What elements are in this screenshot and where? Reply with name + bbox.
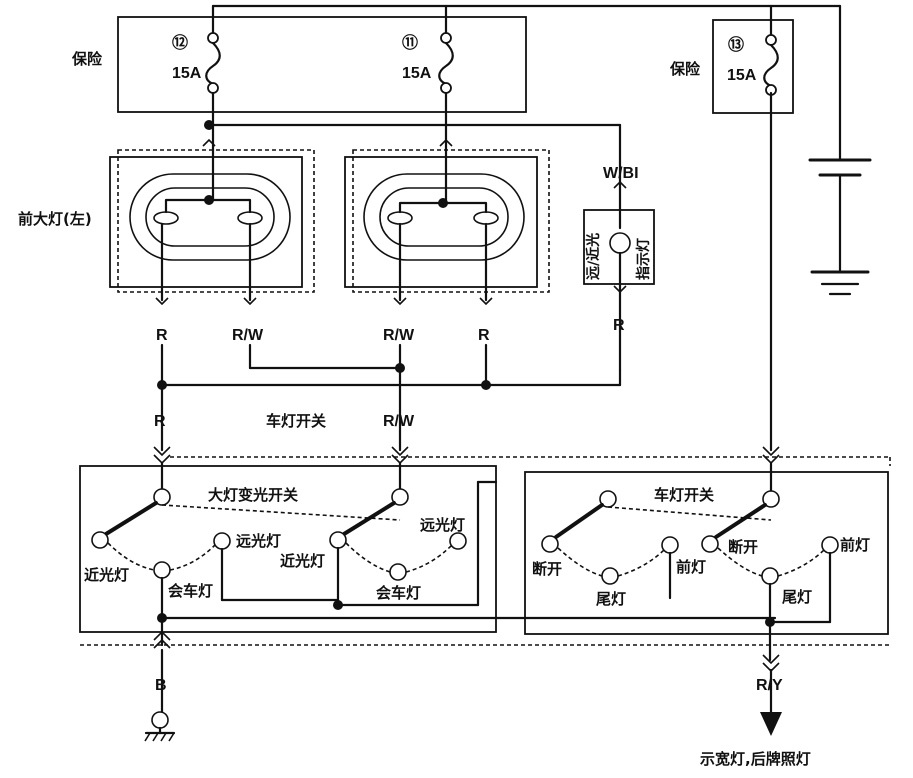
wire-label-r2: R xyxy=(478,327,490,344)
light-tail-left: 尾灯 xyxy=(596,590,626,608)
dimmer-low-left: 近光灯 xyxy=(84,566,129,584)
dimmer-high-right: 远光灯 xyxy=(420,516,465,534)
dimmer-pass-right: 会车灯 xyxy=(376,584,421,602)
fuse-13-rating: 15A xyxy=(727,67,757,84)
fuse-label-left: 保险 xyxy=(71,50,103,68)
wire-label-rw3: R/W xyxy=(383,413,415,430)
headlamp-right xyxy=(344,149,550,302)
indicator-label-a: 远/近光 xyxy=(585,233,602,280)
fuse-box-13 xyxy=(712,19,794,114)
dimmer-switch-title: 大灯变光开关 xyxy=(208,486,298,504)
fuse-12-rating: 15A xyxy=(172,65,202,82)
fuse-12-number: ⑫ xyxy=(172,33,188,52)
light-head-left: 前灯 xyxy=(676,558,706,576)
indicator-wire-top: W/BI xyxy=(603,165,639,182)
wire-label-rw1: R/W xyxy=(232,327,264,344)
light-head-right: 前灯 xyxy=(840,536,870,554)
light-off-left: 断开 xyxy=(532,560,562,578)
wire-label-rw2: R/W xyxy=(383,327,415,344)
fuse-13-number: ⑬ xyxy=(728,35,744,54)
wire-label-b: B xyxy=(155,677,167,694)
light-switch-contacts xyxy=(541,490,839,662)
indicator-label-b: 指示灯 xyxy=(635,238,652,280)
output-arrow xyxy=(760,668,782,736)
dimmer-switch-contacts xyxy=(91,480,777,647)
fuse-11-number: ⑪ xyxy=(402,33,418,52)
fuse-label-right: 保险 xyxy=(669,60,701,78)
light-switch-title: 车灯开关 xyxy=(654,486,714,504)
mid-wiring xyxy=(157,91,773,452)
beam-indicator xyxy=(583,188,655,372)
connector-marks-lamps xyxy=(155,138,627,306)
wire-label-r3: R xyxy=(154,413,166,430)
wire-label-r1: R xyxy=(156,327,168,344)
headlamp-left xyxy=(109,149,315,302)
indicator-wire-bottom: R xyxy=(613,317,625,334)
ground-left xyxy=(144,648,176,742)
battery-symbol xyxy=(808,158,872,296)
headlamp-left-label: 前大灯(左) xyxy=(18,210,92,228)
dimmer-low-mid: 近光灯 xyxy=(280,552,325,570)
dimmer-high-mid: 远光灯 xyxy=(236,532,281,550)
wire-label-ry: R/Y xyxy=(756,677,783,694)
light-switch-housing xyxy=(524,461,889,635)
dimmer-pass-left: 会车灯 xyxy=(168,582,213,600)
switch-title-top: 车灯开关 xyxy=(266,412,326,430)
fuse-11-rating: 15A xyxy=(402,65,432,82)
light-tail-right: 尾灯 xyxy=(782,588,812,606)
power-bus xyxy=(211,4,842,162)
dimmer-switch-housing xyxy=(79,456,891,646)
output-label: 示宽灯,后牌照灯 xyxy=(700,750,811,768)
fuse-out-wires xyxy=(204,91,622,202)
fuse-box-main xyxy=(117,16,527,113)
light-off-right: 断开 xyxy=(728,538,758,556)
